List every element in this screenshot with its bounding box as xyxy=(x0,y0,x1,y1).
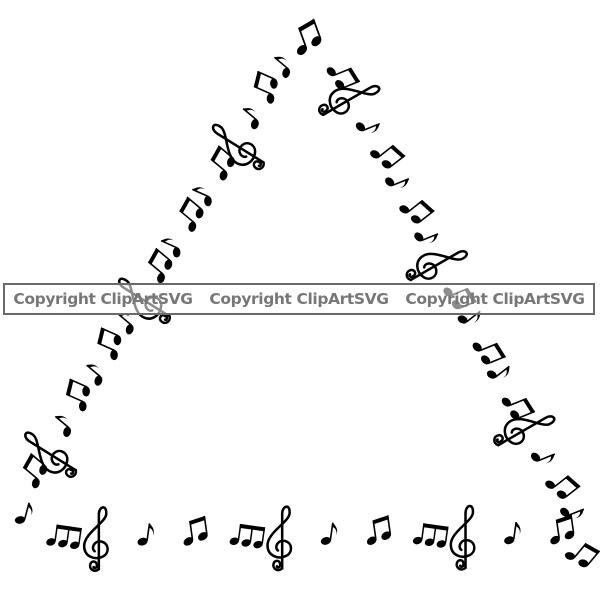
music-note-icon xyxy=(134,521,156,550)
treble-clef-icon xyxy=(488,400,558,455)
music-note-icon xyxy=(43,522,84,553)
music-note-icon xyxy=(11,499,36,529)
music-note-icon xyxy=(361,514,395,549)
music-note-icon xyxy=(47,411,79,442)
music-note-icon xyxy=(13,451,55,493)
music-note-icon xyxy=(527,443,558,470)
watermark-banner: Copyright ClipArtSVG Copyright ClipArtSV… xyxy=(3,283,595,315)
music-note-icon xyxy=(381,168,412,194)
music-note-icon xyxy=(155,234,187,262)
music-note-icon xyxy=(560,533,600,575)
music-note-icon xyxy=(178,514,212,549)
music-note-icon xyxy=(410,521,451,551)
music-note-icon xyxy=(201,143,243,185)
music-note-icon xyxy=(365,134,408,176)
music-note-icon xyxy=(266,52,298,83)
music-note-icon xyxy=(540,464,583,506)
music-note-icon xyxy=(89,325,129,364)
watermark-text: Copyright ClipArtSVG xyxy=(405,290,585,308)
music-note-icon xyxy=(187,183,218,210)
watermark-text: Copyright ClipArtSVG xyxy=(13,290,193,308)
treble-clef-icon xyxy=(82,506,109,573)
music-note-icon xyxy=(410,223,441,250)
music-note-icon xyxy=(58,376,98,416)
treble-clef-icon xyxy=(266,505,293,572)
music-note-icon xyxy=(246,68,286,108)
watermark-text: Copyright ClipArtSVG xyxy=(209,290,389,308)
music-note-icon xyxy=(501,519,523,549)
music-note-icon xyxy=(544,513,578,548)
music-note-icon xyxy=(352,113,383,139)
treble-clef-icon xyxy=(14,428,84,485)
music-note-icon xyxy=(395,189,437,231)
treble-clef-icon xyxy=(400,235,470,290)
music-note-icon xyxy=(78,359,110,390)
music-note-icon xyxy=(226,521,268,552)
music-note-icon xyxy=(468,331,508,370)
treble-clef-icon xyxy=(313,69,383,125)
music-note-icon xyxy=(235,103,267,134)
music-note-icon xyxy=(318,520,340,549)
music-note-icon xyxy=(285,17,328,60)
treble-clef-icon xyxy=(202,121,271,178)
treble-clef-icon xyxy=(449,504,476,571)
